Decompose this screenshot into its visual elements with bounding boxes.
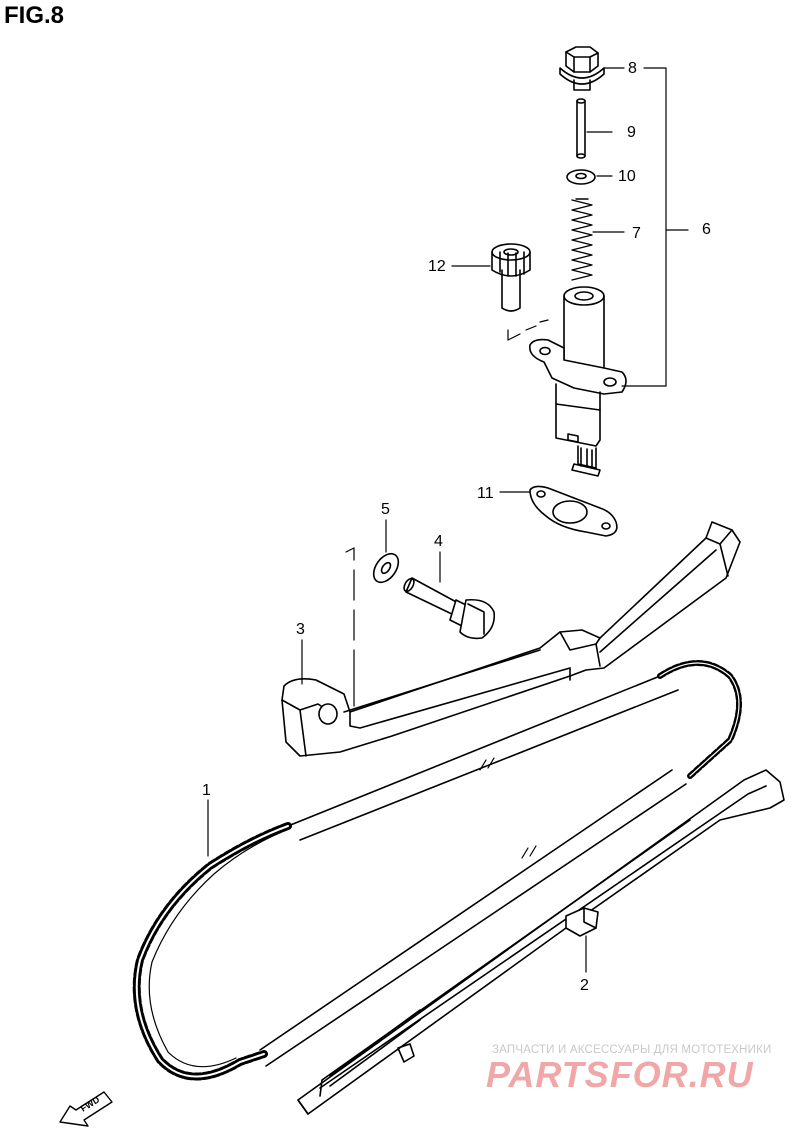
callout-6: 6	[702, 221, 711, 238]
callout-3: 3	[296, 621, 305, 638]
callout-9: 9	[627, 124, 636, 141]
callout-12: 12	[428, 258, 446, 275]
callout-10: 10	[618, 168, 636, 185]
watermark-subtitle: ЗАПЧАСТИ И АКСЕССУАРЫ ДЛЯ МОТОТЕХНИКИ	[492, 1044, 772, 1056]
leader-lines	[207, 67, 689, 973]
callout-2: 2	[580, 977, 589, 994]
callout-7: 7	[632, 225, 641, 242]
pivot-bolt-part-4	[403, 577, 496, 640]
bolt-part-12	[491, 243, 531, 312]
washer-part-5	[372, 552, 400, 584]
watermark-logo: PARTSFOR.RU	[486, 1054, 754, 1095]
push-rod-part-9	[576, 98, 586, 159]
cap-bolt-part-8	[559, 46, 605, 91]
callout-5: 5	[381, 501, 390, 518]
figure-title: FIG.8	[4, 2, 65, 29]
cam-chain-part-1	[132, 660, 742, 1081]
spring-part-7	[571, 198, 593, 281]
callout-1: 1	[202, 782, 211, 799]
gasket-part-11	[529, 485, 618, 537]
callout-4: 4	[434, 533, 443, 550]
washer-part-10	[566, 169, 596, 185]
fwd-arrow-icon	[59, 1091, 113, 1127]
tensioner-guide-part-3	[281, 521, 741, 757]
callout-8: 8	[628, 60, 637, 77]
chain-guide-part-2	[297, 769, 785, 1115]
callout-11: 11	[477, 485, 494, 502]
tensioner-body-part-6	[528, 286, 627, 477]
